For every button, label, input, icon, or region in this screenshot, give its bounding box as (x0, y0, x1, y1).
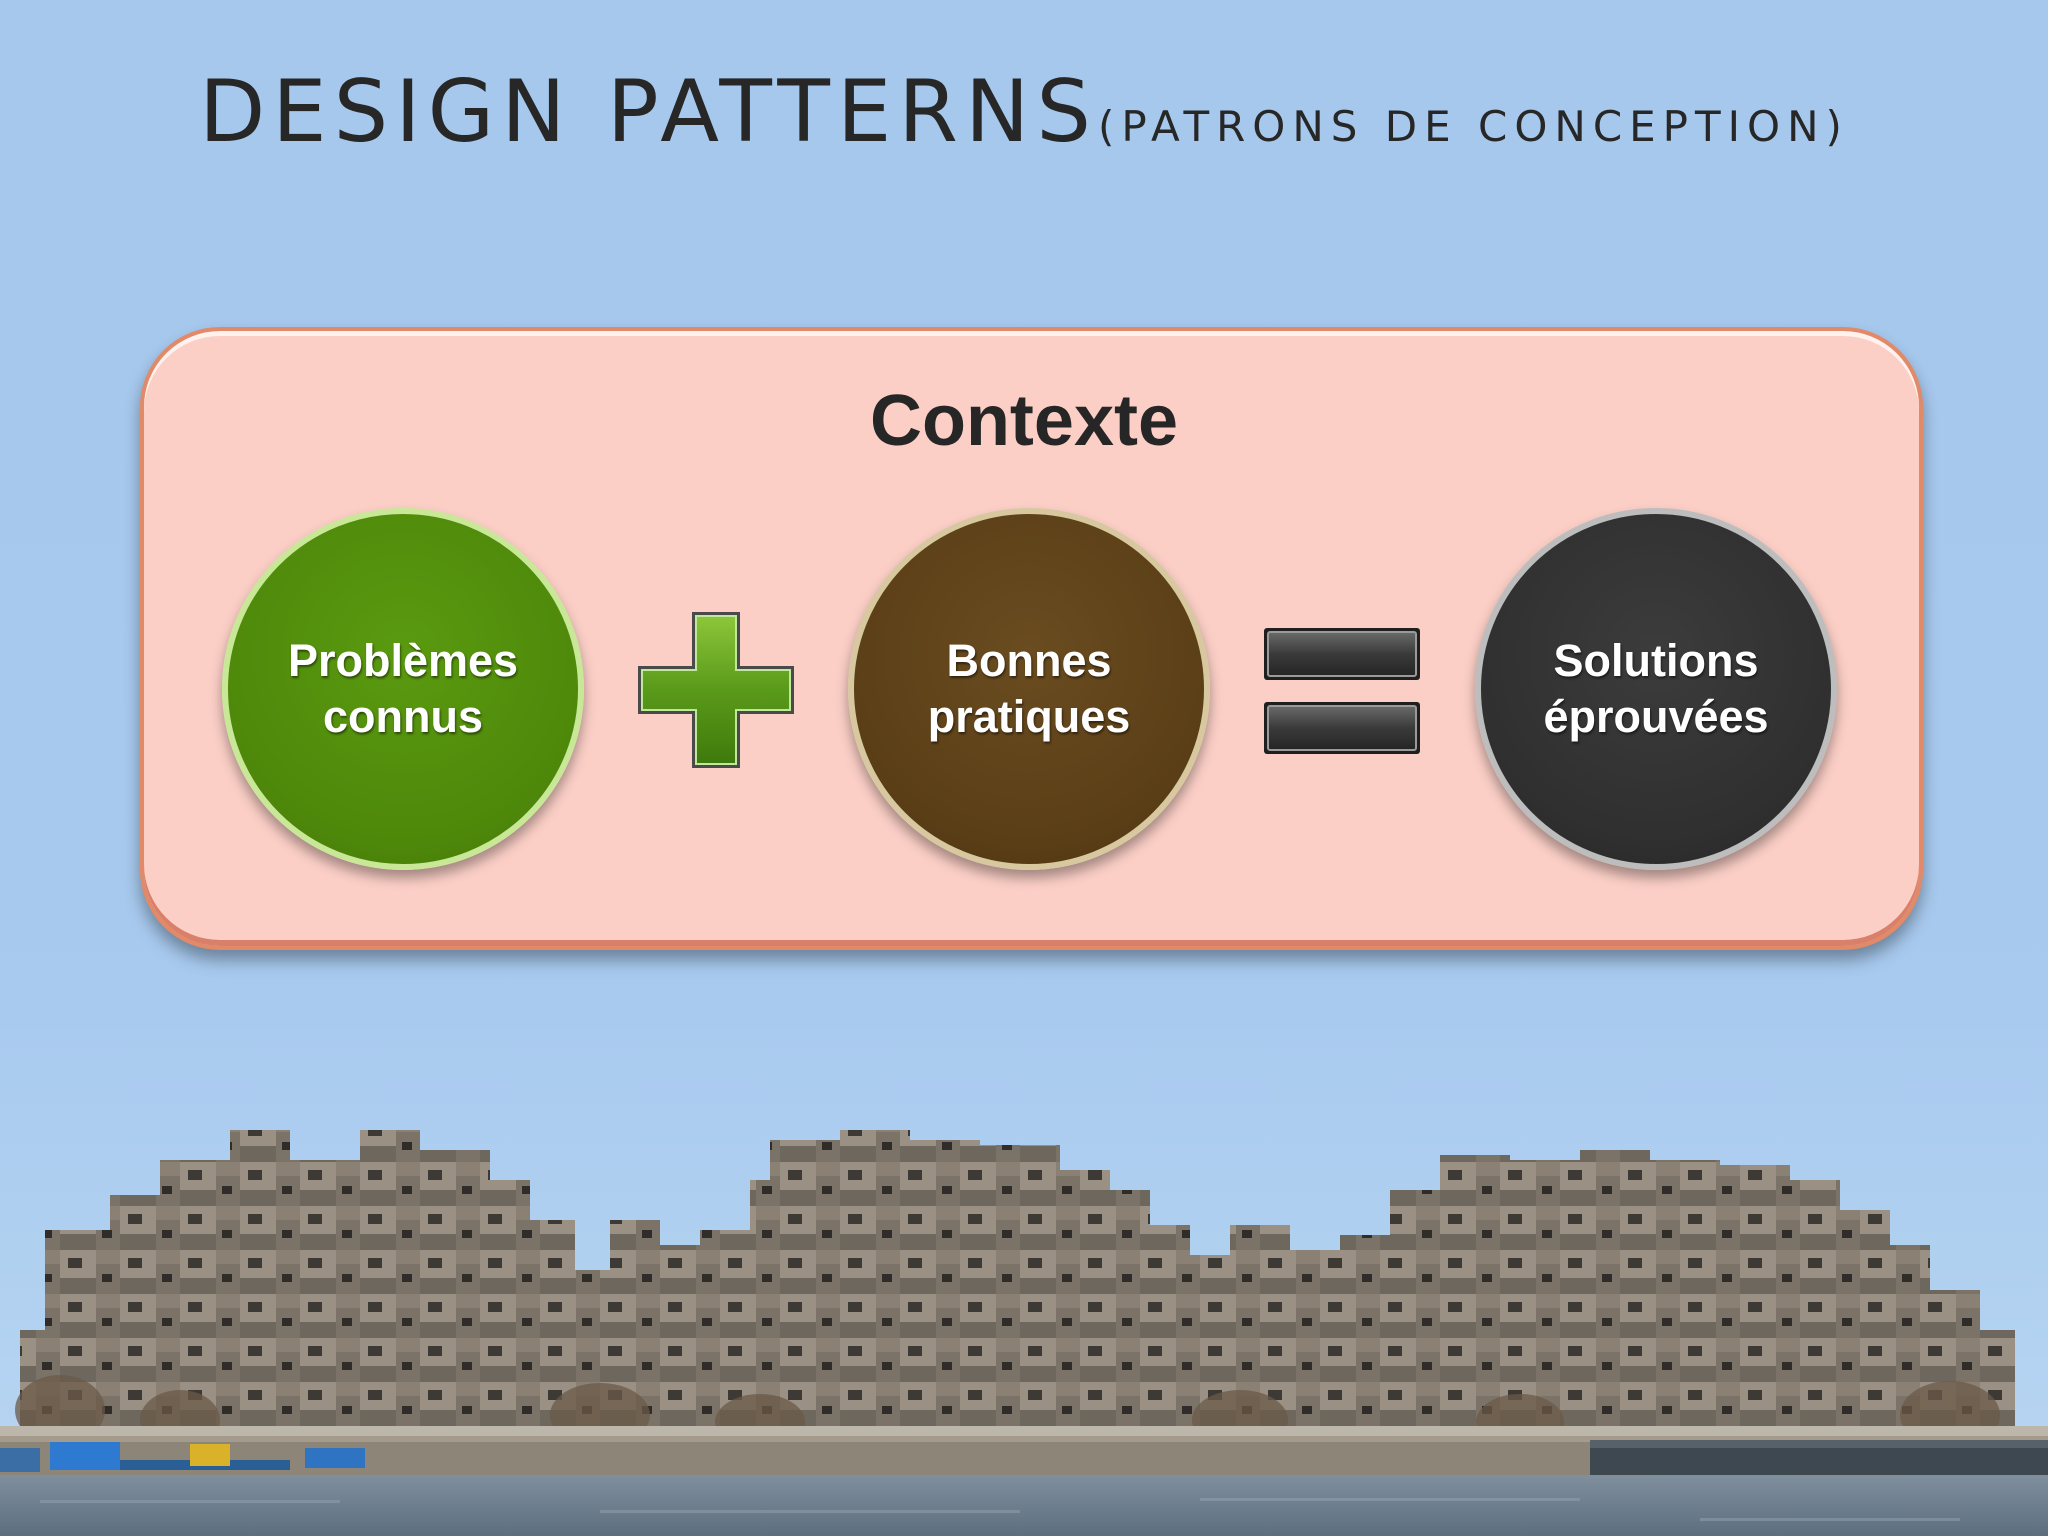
title-main: DESIGN PATTERNS (199, 62, 1098, 162)
node-practices-label: Bonnes pratiques (927, 635, 1131, 742)
slide-title: DESIGN PATTERNS(PATRONS DE CONCEPTION) (0, 62, 2048, 162)
equals-icon (1264, 628, 1420, 754)
node-practices: Bonnes pratiques (848, 508, 1210, 870)
habitat-67-building-photo (0, 1030, 2048, 1536)
node-problems-label: Problèmes connus (287, 635, 519, 742)
title-subtitle: (PATRONS DE CONCEPTION) (1097, 102, 1849, 151)
node-problems: Problèmes connus (222, 508, 584, 870)
node-solutions-label: Solutions éprouvées (1543, 635, 1769, 742)
node-solutions: Solutions éprouvées (1475, 508, 1837, 870)
context-label: Contexte (869, 381, 1179, 461)
plus-icon (638, 612, 794, 768)
